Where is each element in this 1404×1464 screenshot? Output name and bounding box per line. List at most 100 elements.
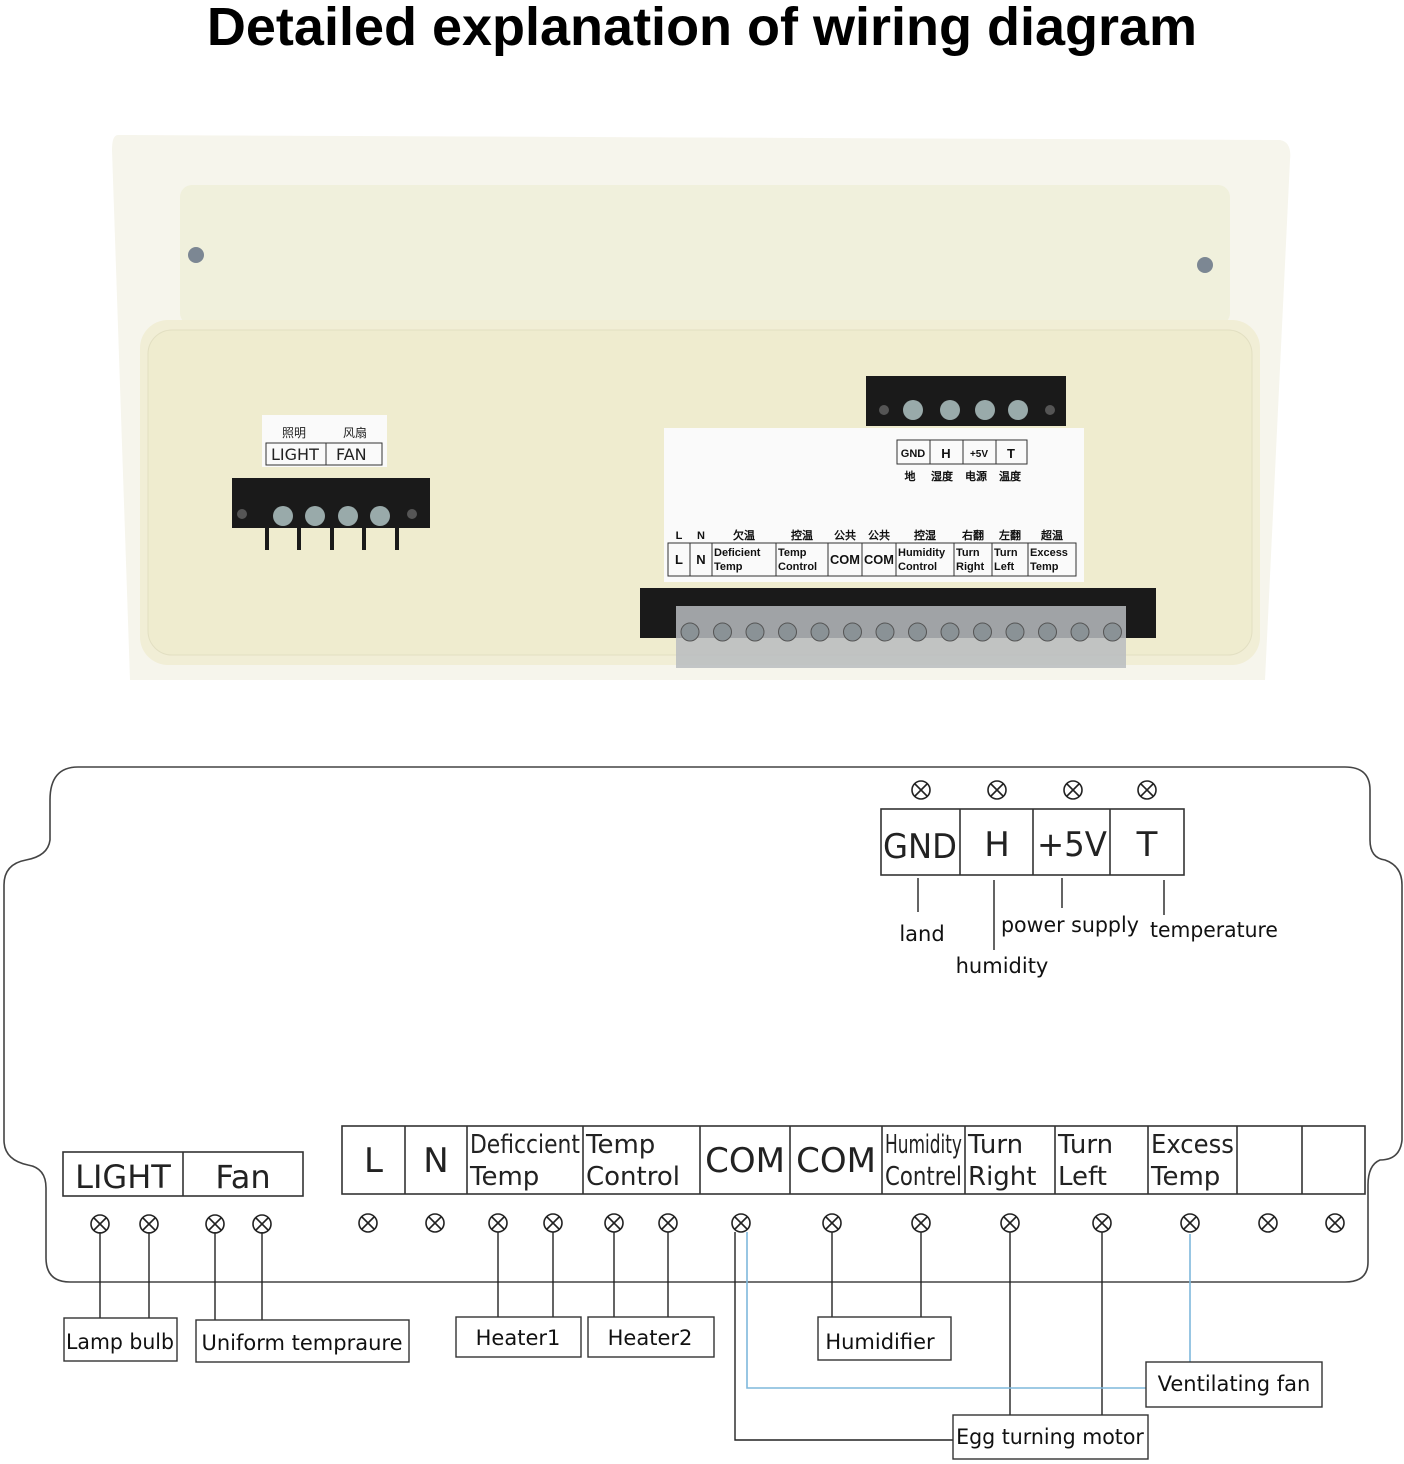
- photo-main-cn-label: L: [676, 530, 683, 542]
- photo-main-label-grid: [667, 542, 1077, 577]
- photo-main-terminal-label: Temp: [778, 547, 807, 559]
- terminal-screw-icon: [1063, 780, 1083, 800]
- egg-turning-motor-box: [952, 1414, 1149, 1460]
- main-terminal-label: L: [364, 1141, 383, 1181]
- humidity-label: humidity: [956, 954, 1049, 978]
- main-terminal-label: Turn: [967, 1130, 1023, 1160]
- terminal-screw-icon: [1137, 780, 1157, 800]
- main-terminal-label: COM: [796, 1141, 876, 1181]
- heater2-label: Heater2: [608, 1326, 693, 1350]
- egg-turning-motor-label: Egg turning motor: [956, 1425, 1144, 1449]
- 5v-terminal-label: +5V: [1037, 824, 1107, 864]
- photo-gnd-label: GND: [901, 448, 926, 460]
- humidifier-label: Humidifier: [825, 1330, 935, 1354]
- photo-main-terminal-label: Humidity: [898, 547, 946, 559]
- main-terminal-label: Humidity: [885, 1131, 962, 1161]
- terminal-screw-icon: [358, 1213, 378, 1233]
- uniform-temperature-box: [195, 1319, 410, 1363]
- photo-main-label-strip: LLNN欠温DeficientTemp控温TempControl公共COM公共C…: [675, 528, 1068, 573]
- controller-photo: 照明 风扇 LIGHT FAN GND H +5V T 地: [112, 135, 1291, 680]
- terminal-screw-icon: [604, 1213, 624, 1233]
- terminal-screw-icon: [139, 1214, 159, 1234]
- main-terminal-label: Deficcient: [470, 1129, 580, 1159]
- uniform-temperature-label: Uniform tempraure: [202, 1331, 403, 1355]
- terminal-screw-icon: [252, 1214, 272, 1234]
- power-supply-label: power supply: [1001, 913, 1139, 937]
- main-terminal-label: Contrel: [885, 1161, 962, 1192]
- fan-terminal-label: Fan: [215, 1158, 270, 1196]
- photo-main-terminal-label: Temp: [714, 561, 743, 573]
- temperature-label: temperature: [1150, 918, 1278, 942]
- photo-5v-label: +5V: [970, 449, 988, 460]
- terminal-screw-icon: [1000, 1213, 1020, 1233]
- photo-light-cn: 照明: [282, 426, 306, 440]
- terminal-screw-icon: [205, 1214, 225, 1234]
- main-terminal-label: Turn: [1057, 1130, 1113, 1160]
- photo-gnd-cn: 地: [905, 469, 916, 483]
- photo-main-cn-label: 左翻: [998, 528, 1021, 542]
- photo-main-terminal-label: Control: [778, 561, 817, 573]
- photo-main-terminal-label: Temp: [1030, 561, 1059, 573]
- main-terminal-label: N: [423, 1141, 448, 1181]
- photo-h-label: H: [941, 446, 950, 461]
- main-terminal-label: Control: [586, 1162, 680, 1192]
- photo-main-terminal-label: Left: [994, 561, 1015, 573]
- terminal-screw-icon: [987, 780, 1007, 800]
- photo-main-cn-label: 超温: [1040, 528, 1063, 542]
- terminal-screw-icon: [90, 1214, 110, 1234]
- terminal-screw-icon: [1092, 1213, 1112, 1233]
- lamp-bulb-box: [63, 1317, 178, 1362]
- humidifier-box: [817, 1316, 952, 1361]
- terminal-screw-icon: [731, 1213, 751, 1233]
- h-terminal-label: H: [984, 825, 1010, 865]
- photo-main-cn-label: N: [697, 530, 705, 542]
- terminal-screw-icon: [543, 1213, 563, 1233]
- photo-main-terminal-label: L: [675, 552, 683, 567]
- terminal-screw-icon: [425, 1213, 445, 1233]
- terminal-screw-icon: [911, 780, 931, 800]
- ventilating-fan-box: [1145, 1361, 1323, 1408]
- terminal-screw-icon: [822, 1213, 842, 1233]
- photo-main-terminal-label: Right: [956, 561, 984, 573]
- photo-main-terminal-label: Control: [898, 561, 937, 573]
- photo-main-cn-label: 控温: [791, 528, 813, 542]
- terminal-screw-icon: [1180, 1213, 1200, 1233]
- terminal-screw-icon: [488, 1213, 508, 1233]
- photo-main-cn-label: 公共: [868, 528, 890, 542]
- main-terminal-label: Right: [968, 1162, 1036, 1192]
- main-terminal-label: Left: [1058, 1162, 1107, 1192]
- photo-fan-label: FAN: [336, 445, 367, 464]
- light-terminal-label: LIGHT: [75, 1158, 171, 1196]
- photo-main-cn-label: 欠温: [733, 528, 755, 542]
- photo-main-terminal-label: N: [696, 552, 705, 567]
- wires: [99, 1232, 1103, 1441]
- terminal-screw-icon: [658, 1213, 678, 1233]
- photo-main-terminal-block: [640, 588, 1156, 668]
- photo-main-terminal-label: COM: [864, 552, 894, 567]
- photo-t-label: T: [1007, 446, 1015, 461]
- photo-fan-cn: 风扇: [343, 425, 367, 440]
- photo-main-terminal-label: Turn: [994, 547, 1018, 559]
- heater1-box: [455, 1316, 582, 1358]
- wiring-diagram: GND H +5V T land humidity power supply t…: [3, 766, 1403, 1460]
- page-title: Detailed explanation of wiring diagram: [206, 0, 1198, 57]
- screw-icon: [1197, 257, 1213, 273]
- photo-t-cn: 温度: [999, 469, 1022, 483]
- t-terminal-label: T: [1136, 825, 1158, 865]
- lamp-bulb-label: Lamp bulb: [66, 1330, 174, 1354]
- terminal-screw-icon: [911, 1213, 931, 1233]
- photo-h-cn: 湿度: [931, 469, 954, 483]
- photo-sensor-terminal-block: [866, 376, 1066, 426]
- photo-main-terminal-label: Turn: [956, 547, 980, 559]
- heater2-box: [587, 1316, 715, 1358]
- photo-main-terminal-label: COM: [830, 552, 860, 567]
- main-terminal-box: [341, 1125, 1366, 1195]
- main-terminal-label: Temp: [585, 1130, 655, 1160]
- photo-light-fan-terminal-block: [232, 478, 430, 550]
- terminal-screw-icon: [1325, 1213, 1345, 1233]
- main-terminal-label: Temp: [1150, 1162, 1220, 1192]
- photo-main-terminal-label: Excess: [1030, 547, 1068, 559]
- photo-main-cn-label: 公共: [834, 528, 856, 542]
- ventilating-fan-label: Ventilating fan: [1158, 1372, 1311, 1396]
